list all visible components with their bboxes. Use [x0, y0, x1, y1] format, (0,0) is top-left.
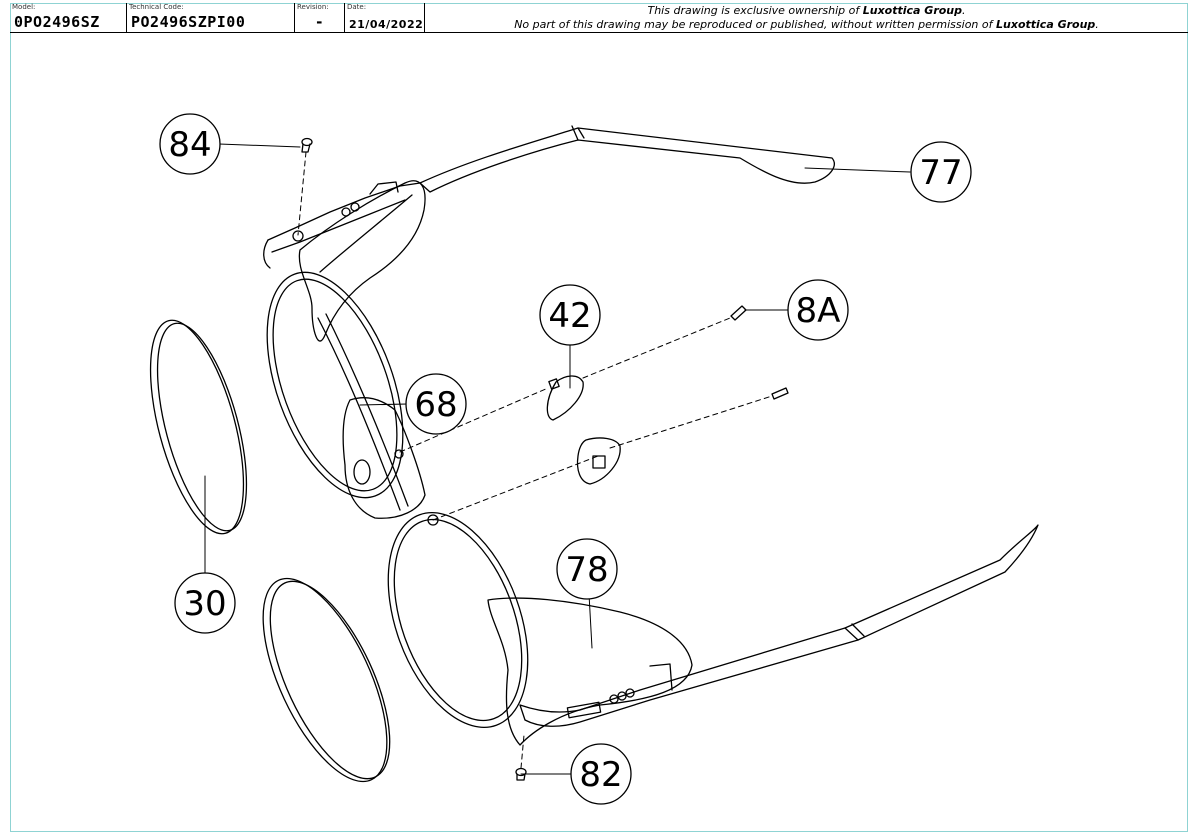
date-cell: Date: 21/04/2022 — [345, 3, 425, 33]
callout-circles — [159, 113, 972, 805]
callout-84: 84 — [168, 125, 211, 165]
nose-pad-lower — [576, 437, 621, 485]
notice-line-2-company: Luxottica Group — [996, 18, 1096, 31]
temple-upper — [419, 125, 835, 193]
side-shield-68 — [342, 397, 426, 519]
callout-68: 68 — [414, 385, 457, 425]
lens-rim-lower — [387, 511, 529, 729]
callout-circle-78 — [556, 538, 618, 600]
temple-lower — [519, 524, 1039, 727]
callout-77: 77 — [919, 153, 962, 193]
callout-circle-42 — [539, 284, 601, 346]
callout-30: 30 — [183, 584, 226, 624]
lens-30 — [149, 319, 248, 535]
side-shield-lower — [487, 597, 693, 746]
callout-circle-84 — [159, 113, 221, 175]
date-label: Date: — [347, 3, 367, 11]
callout-82: 82 — [579, 755, 622, 795]
callout-8a: 8A — [796, 291, 841, 331]
callout-circle-68 — [405, 373, 467, 435]
screw-upper-pad — [771, 387, 789, 400]
lens-rim-upper — [266, 271, 404, 499]
technical-code-label: Technical Code: — [129, 3, 184, 11]
notice-line-1: This drawing is exclusive ownership of L… — [425, 4, 1188, 18]
drawing-frame — [10, 3, 1188, 832]
model-cell: Model: 0PO2496SZ — [10, 3, 127, 33]
hinge-upper — [263, 181, 421, 269]
callout-circle-77 — [910, 141, 972, 203]
notice-line-2-end: . — [1095, 18, 1099, 31]
callout-78: 78 — [565, 550, 608, 590]
model-label: Model: — [12, 3, 36, 11]
notice-line-1-end: . — [962, 4, 966, 17]
title-block: Model: 0PO2496SZ Technical Code: PO2496S… — [10, 3, 1188, 33]
notice-line-1-text: This drawing is exclusive ownership of — [647, 4, 863, 17]
callout-42: 42 — [548, 296, 591, 336]
technical-code-cell: Technical Code: PO2496SZPI00 — [127, 3, 295, 33]
callout-circle-8a — [787, 279, 849, 341]
callout-circle-30 — [174, 572, 236, 634]
leader-lines — [204, 143, 911, 775]
ownership-notice: This drawing is exclusive ownership of L… — [425, 3, 1188, 33]
revision-cell: Revision: - — [295, 3, 345, 33]
technical-code-value: PO2496SZPI00 — [131, 13, 246, 31]
screw-84 — [301, 137, 313, 153]
model-value: 0PO2496SZ — [14, 13, 100, 31]
date-value: 21/04/2022 — [349, 18, 424, 31]
revision-label: Revision: — [297, 3, 329, 11]
nose-pad-42 — [546, 375, 584, 421]
notice-line-1-company: Luxottica Group — [862, 4, 963, 17]
notice-line-2: No part of this drawing may be reproduce… — [425, 18, 1188, 32]
notice-line-2-text: No part of this drawing may be reproduce… — [514, 18, 997, 31]
screw-8a — [730, 305, 747, 321]
callout-labels: 84 77 8A 42 68 30 78 82 — [168, 125, 962, 795]
revision-value: - — [314, 13, 325, 31]
lens-loose-lower — [262, 577, 391, 783]
callout-circle-82 — [570, 743, 632, 805]
assembly-lines — [297, 151, 773, 769]
bridge — [317, 313, 409, 511]
side-shield-upper — [298, 180, 426, 342]
